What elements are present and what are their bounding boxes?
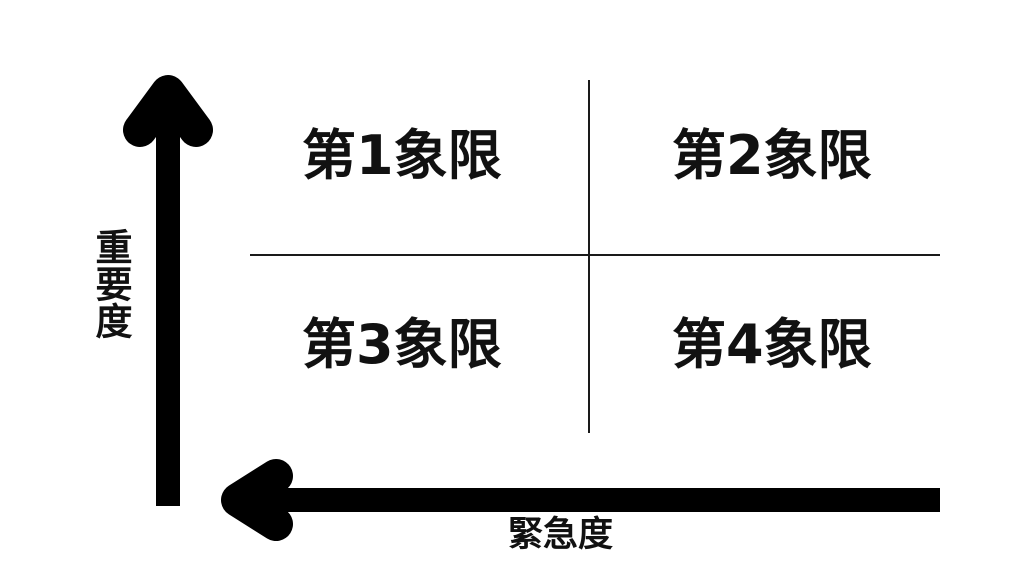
y-axis-title: 重要度 <box>89 228 132 339</box>
quadrant-divider-horizontal <box>250 254 940 256</box>
quadrant-label-2: 第2象限 <box>672 124 872 187</box>
x-axis-title: 緊急度 <box>508 515 614 555</box>
quadrant-label-4: 第4象限 <box>672 313 872 376</box>
quadrant-label-3: 第3象限 <box>302 313 502 376</box>
arrow-up-icon <box>123 75 213 506</box>
quadrant-divider-vertical <box>588 80 590 433</box>
quadrant-label-1: 第1象限 <box>302 124 502 187</box>
